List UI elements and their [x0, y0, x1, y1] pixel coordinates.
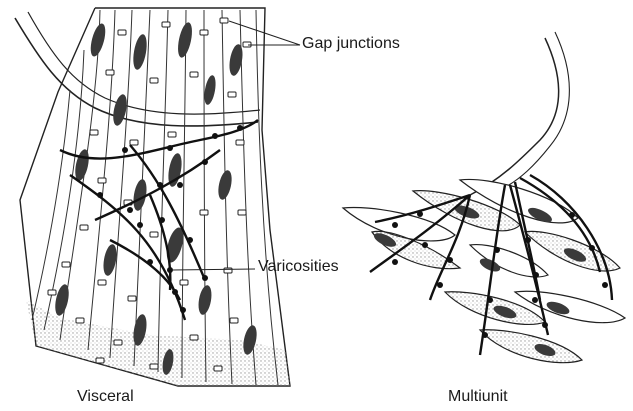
varicosities-label: Varicosities	[258, 258, 339, 276]
varicosity-leader	[172, 269, 255, 270]
visceral-muscle-panel	[15, 8, 300, 386]
multiunit-nerve-trunk	[470, 38, 559, 195]
gap-junctions-label: Gap junctions	[302, 35, 400, 53]
visceral-caption: Visceral	[77, 388, 134, 406]
multiunit-muscle-panel	[343, 32, 625, 363]
multiunit-caption: Multiunit	[448, 388, 508, 406]
